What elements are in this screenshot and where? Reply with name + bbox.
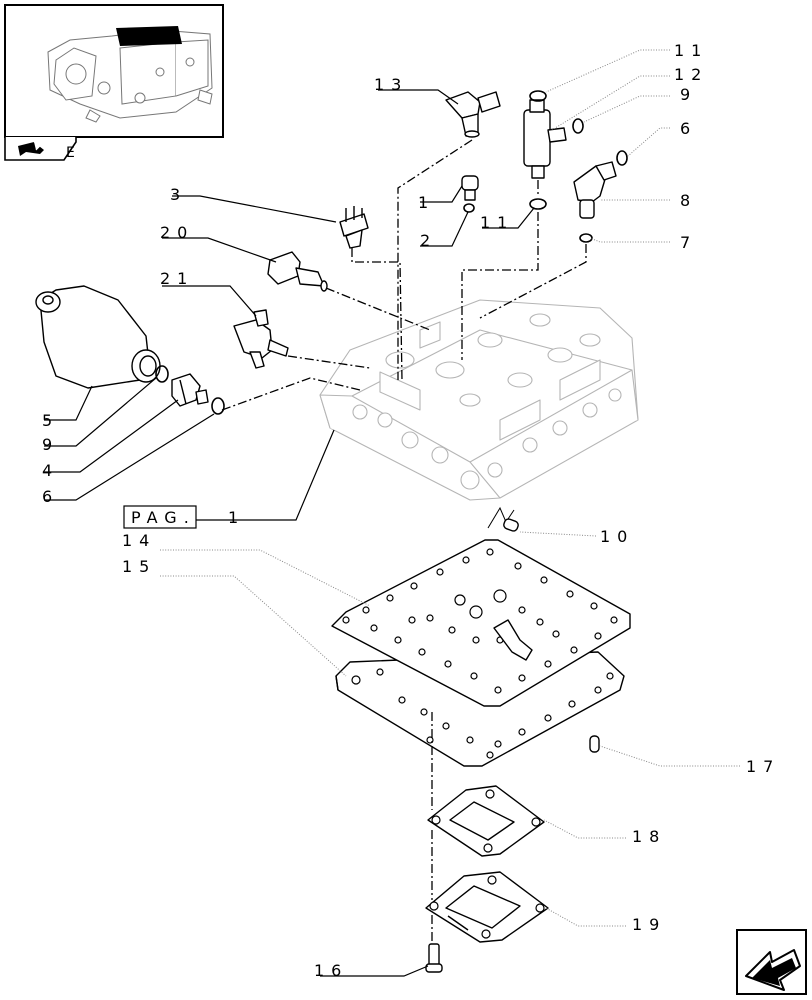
- callout-14: 14: [122, 531, 156, 550]
- elbow-fitting-8: [573, 161, 617, 219]
- separator-plate-14: [331, 539, 631, 707]
- valve-body-12: [523, 99, 567, 179]
- pressure-sender-3: [339, 206, 369, 249]
- callout-8: 8: [680, 191, 697, 210]
- bolt-16: [425, 943, 443, 973]
- callout-17: 17: [746, 757, 780, 776]
- dowel-pin-17: [589, 735, 600, 753]
- callout-7: 7: [680, 233, 697, 252]
- reference-box-text: PAG.: [131, 508, 196, 527]
- plug-1: [461, 175, 479, 201]
- callout-5: 5: [42, 411, 59, 430]
- callout-3: 3: [170, 185, 187, 204]
- callout-labels: 11 12 13 9 6 8 7 3 1 2 11 20 21 5 9 4 6 …: [42, 41, 780, 980]
- gasket-plate-15: [335, 651, 625, 767]
- o-ring-7: [579, 233, 593, 243]
- callout-21: 21: [160, 269, 194, 288]
- accumulator-5: [35, 285, 161, 389]
- callout-6-left: 6: [42, 487, 59, 506]
- callout-20: 20: [160, 223, 194, 242]
- o-ring-6-left: [211, 397, 225, 415]
- adapter-4: [171, 373, 209, 407]
- o-ring-11-top: [529, 90, 547, 102]
- callout-11-bottom: 11: [480, 213, 514, 232]
- callout-13: 13: [374, 75, 408, 94]
- o-ring-6-right: [616, 150, 628, 166]
- nav-arrow-button[interactable]: [736, 929, 807, 995]
- callout-11-top: 11: [674, 41, 708, 60]
- o-ring-11-bottom: [529, 198, 547, 210]
- callout-9-right: 9: [680, 85, 697, 104]
- inset-thumbnail[interactable]: [4, 4, 224, 138]
- callout-15: 15: [122, 557, 156, 576]
- book-icon: [18, 141, 44, 156]
- inset-code-suffix: E: [66, 145, 75, 161]
- o-ring-9-left: [155, 365, 169, 383]
- callout-19: 19: [632, 915, 666, 934]
- callout-9-left: 9: [42, 435, 59, 454]
- callout-12: 12: [674, 65, 708, 84]
- callout-2: 2: [420, 231, 437, 250]
- arrow-nav-icon: [745, 949, 801, 991]
- o-ring-9-right: [572, 118, 584, 134]
- control-valve-block: [319, 299, 639, 501]
- cover-plate-19: [425, 871, 549, 943]
- dowel-pin-10: [487, 506, 519, 532]
- cover-gasket-18: [427, 785, 545, 857]
- callout-6-right: 6: [680, 119, 697, 138]
- reference-box[interactable]: PAG. 1: [123, 429, 335, 529]
- callout-leaders: [44, 49, 740, 977]
- callout-18: 18: [632, 827, 666, 846]
- reference-box-number: 1: [228, 508, 245, 527]
- washer-2: [463, 203, 475, 213]
- callout-4: 4: [42, 461, 59, 480]
- tee-fitting-21: [233, 309, 289, 369]
- inset-code-tab: E: [4, 137, 77, 161]
- callout-10: 10: [600, 527, 634, 546]
- callout-1: 1: [418, 193, 435, 212]
- fitting-20: [267, 251, 328, 292]
- callout-16: 16: [314, 961, 348, 980]
- tee-fitting-13: [445, 91, 501, 138]
- assembly-centerlines: [221, 139, 587, 944]
